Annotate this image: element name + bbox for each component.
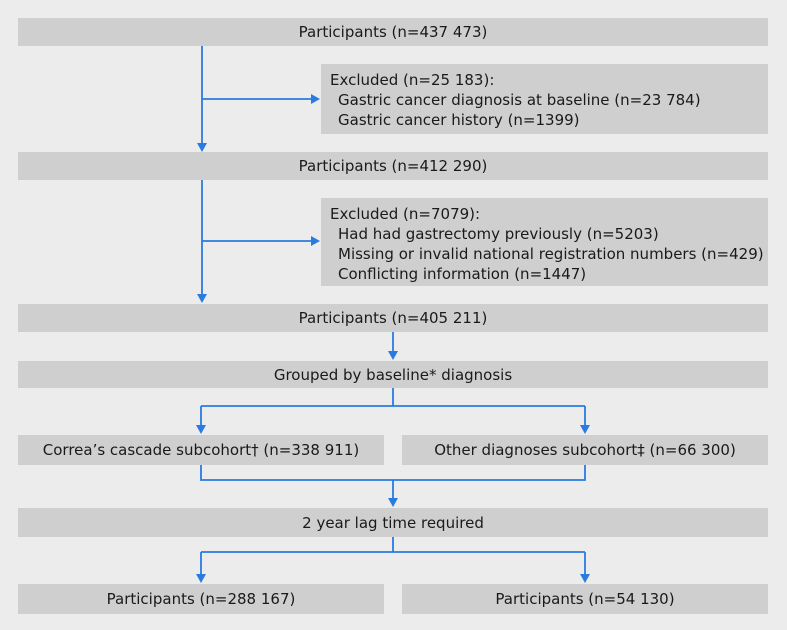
arrow-excluded2-head	[311, 236, 320, 246]
excluded-box-1: Excluded (n=25 183): Gastric cancer diag…	[321, 64, 768, 134]
participants-box-2: Participants (n=412 290)	[18, 152, 768, 180]
grouped-label: Grouped by baseline* diagnosis	[273, 365, 513, 384]
final-right-label: Participants (n=54 130)	[495, 590, 675, 608]
final-left-label: Participants (n=288 167)	[106, 590, 296, 608]
excluded-1-title: Excluded (n=25 183):	[330, 71, 495, 89]
arrow-split-subcohorts	[200, 388, 586, 427]
arrow-correa-head	[196, 425, 206, 434]
participants-box-3: Participants (n=405 211)	[18, 304, 768, 332]
excluded-2-item: Had had gastrectomy previously (n=5203)	[338, 225, 659, 243]
arrow-final-right-head	[580, 574, 590, 583]
excluded-box-2: Excluded (n=7079): Had had gastrectomy p…	[321, 198, 768, 286]
other-subcohort-box: Other diagnoses subcohort‡ (n=66 300)	[402, 435, 768, 465]
excluded-1-item: Gastric cancer diagnosis at baseline (n=…	[338, 91, 701, 109]
participants-2-label: Participants (n=412 290)	[298, 157, 488, 175]
excluded-1-item: Gastric cancer history (n=1399)	[338, 111, 580, 129]
arrow-lag-head	[388, 498, 398, 507]
arrow-other-head	[580, 425, 590, 434]
arrow-split-finals	[200, 537, 586, 576]
other-subcohort-label: Other diagnoses subcohort‡ (n=66 300)	[434, 441, 736, 459]
arrow-excluded1-head	[311, 94, 320, 104]
final-left-box: Participants (n=288 167)	[18, 584, 384, 614]
excluded-2-item: Conflicting information (n=1447)	[338, 265, 587, 283]
arrow-final-left-head	[196, 574, 206, 583]
lag-box: 2 year lag time required	[18, 508, 768, 537]
arrow-merge-lag	[200, 465, 586, 500]
final-right-box: Participants (n=54 130)	[402, 584, 768, 614]
participants-box-1: Participants (n=437 473)	[18, 18, 768, 46]
participants-1-label: Participants (n=437 473)	[298, 23, 488, 41]
arrow-p2-p3-head	[197, 294, 207, 303]
correa-subcohort-box: Correa’s cascade subcohort† (n=338 911)	[18, 435, 384, 465]
participants-3-label: Participants (n=405 211)	[298, 309, 488, 327]
lag-label: 2 year lag time required	[302, 513, 484, 532]
excluded-2-item: Missing or invalid national registration…	[338, 245, 764, 263]
correa-subcohort-label: Correa’s cascade subcohort† (n=338 911)	[42, 441, 360, 459]
arrow-p1-p2-head	[197, 143, 207, 152]
arrow-p3-grouped-head	[388, 351, 398, 360]
grouped-box: Grouped by baseline* diagnosis	[18, 361, 768, 388]
excluded-2-title: Excluded (n=7079):	[330, 205, 481, 223]
